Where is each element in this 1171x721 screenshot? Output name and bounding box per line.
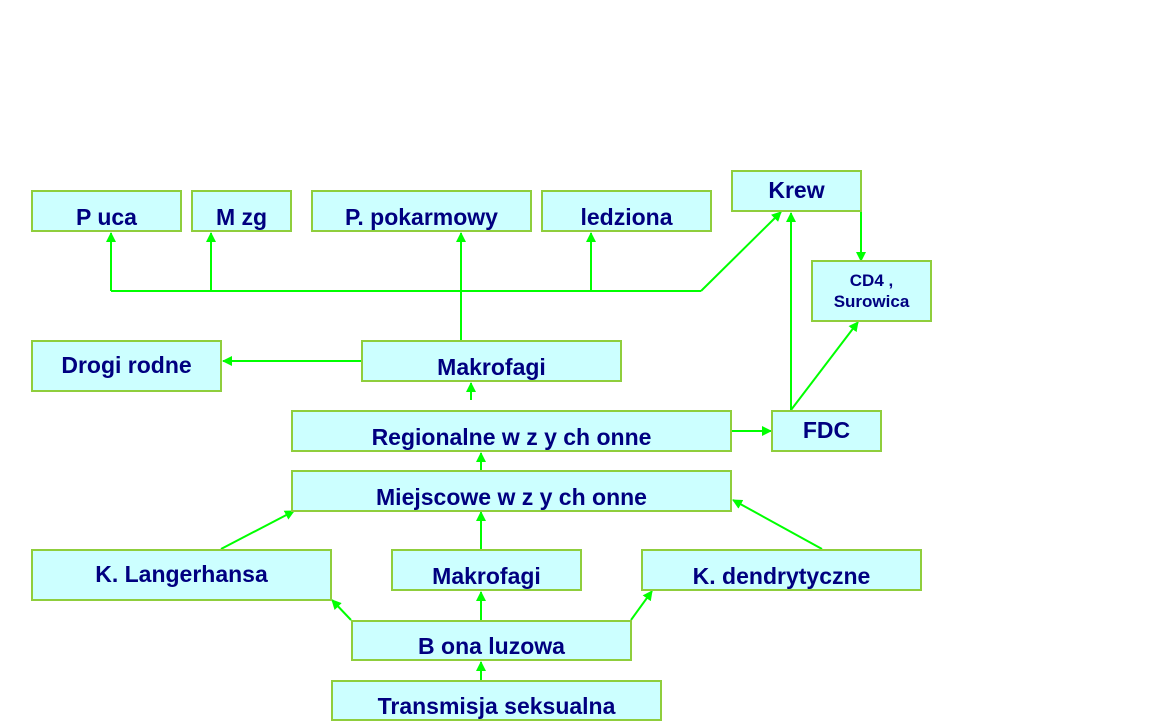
node-krew: Krew	[731, 170, 862, 212]
arrow-dendrytyczne-miejscowe	[732, 499, 823, 550]
arrow-langerhans-miejscowe	[220, 510, 295, 550]
node-langerhans: K. Langerhansa	[31, 549, 332, 601]
arrow-blona-dendrytyczne	[630, 590, 653, 621]
node-fdc: FDC	[771, 410, 882, 452]
node-krew-label: Krew	[768, 177, 825, 203]
node-przewod-pokarmowy: P. pokarmowy	[311, 190, 532, 232]
node-dendrytyczne-label: K. dendrytyczne	[692, 563, 871, 589]
arrow-blona-langerhans	[331, 599, 352, 621]
node-pluca: P uca	[31, 190, 182, 232]
node-makrofagi-bottom: Makrofagi	[391, 549, 582, 591]
node-regionalne-wezly: Regionalne w z y ch onne	[291, 410, 732, 452]
node-makrofagi-bottom-label: Makrofagi	[432, 563, 541, 589]
node-makrofagi-top: Makrofagi	[361, 340, 622, 382]
node-cd4-label: CD4 , Surowica	[833, 270, 910, 311]
node-sledziona-label: ledziona	[580, 204, 673, 230]
node-regionalne-label: Regionalne w z y ch onne	[371, 424, 652, 450]
node-miejscowe-label: Miejscowe w z y ch onne	[376, 484, 647, 510]
node-sledziona: ledziona	[541, 190, 712, 232]
node-dendrytyczne: K. dendrytyczne	[641, 549, 922, 591]
node-blona-sluzowa: B ona luzowa	[351, 620, 632, 661]
node-pluca-label: P uca	[76, 204, 137, 230]
node-drogi-rodne: Drogi rodne	[31, 340, 222, 392]
node-mozg-label: M zg	[215, 204, 268, 230]
node-langerhans-label: K. Langerhansa	[95, 561, 268, 587]
node-miejscowe-wezly: Miejscowe w z y ch onne	[291, 470, 732, 512]
node-drogi-label: Drogi rodne	[61, 352, 192, 378]
node-przewod-label: P. pokarmowy	[345, 204, 498, 230]
arrow-to-krew	[700, 211, 782, 292]
node-makrofagi-top-label: Makrofagi	[437, 354, 546, 380]
node-cd4-surowica: CD4 , Surowica	[811, 260, 932, 322]
node-transmisja-seksualna: Transmisja seksualna	[331, 680, 662, 721]
arrow-fdc-cd4	[790, 321, 859, 411]
node-fdc-label: FDC	[802, 417, 851, 443]
node-transmisja-label: Transmisja seksualna	[377, 693, 616, 719]
node-blona-label: B ona luzowa	[418, 633, 565, 659]
node-mozg: M zg	[191, 190, 292, 232]
